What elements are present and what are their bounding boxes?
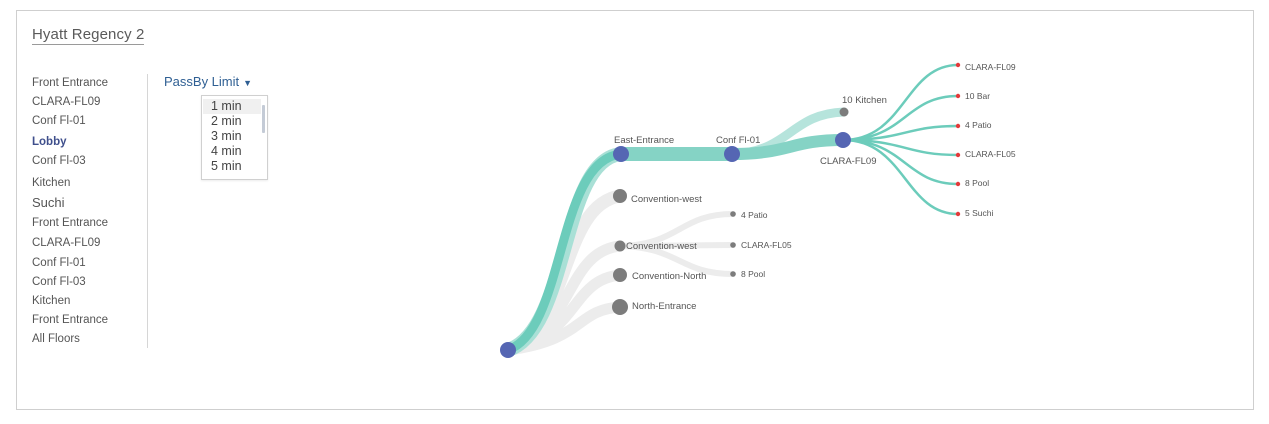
link-leaf-5-suchi xyxy=(842,138,959,216)
node-conf-fl01[interactable] xyxy=(724,146,740,162)
leaf-dot-clara-fl05[interactable] xyxy=(955,152,961,158)
menu-scrollbar[interactable] xyxy=(262,105,265,133)
leaf-links xyxy=(842,63,959,216)
label-leaf-clara-fl05: CLARA-FL05 xyxy=(965,149,1016,159)
node-east-entrance[interactable] xyxy=(613,146,629,162)
floor-item[interactable]: All Floors xyxy=(32,333,80,345)
floor-item[interactable]: Suchi xyxy=(32,195,65,210)
label-conf-fl01: Conf Fl-01 xyxy=(716,135,760,146)
menu-option-2-min[interactable]: 2 min xyxy=(211,114,242,128)
floor-item[interactable]: CLARA-FL09 xyxy=(32,237,101,249)
label-convention-west-b: Convention-west xyxy=(626,241,697,252)
leaf-dot-4-patio[interactable] xyxy=(955,123,961,129)
label-clara-fl09: CLARA-FL09 xyxy=(820,156,877,167)
floor-item[interactable]: Conf Fl-01 xyxy=(32,257,86,269)
venue-card: Hyatt Regency 2 Front Entrance CLARA-FL0… xyxy=(16,10,1254,410)
floor-item[interactable]: Kitchen xyxy=(32,295,71,307)
venue-title: Hyatt Regency 2 xyxy=(32,26,145,45)
node-10-kitchen[interactable] xyxy=(839,107,849,117)
menu-option-5-min[interactable]: 5 min xyxy=(211,159,242,173)
label-leaf-8-pool: 8 Pool xyxy=(965,178,989,188)
label-side-8-pool: 8 Pool xyxy=(741,269,765,279)
menu-option-3-min[interactable]: 3 min xyxy=(211,129,242,143)
label-10-kitchen: 10 Kitchen xyxy=(842,95,887,106)
node-side-clara-fl05[interactable] xyxy=(730,242,736,248)
floor-list: Front Entrance CLARA-FL09 Conf Fl-01 Lob… xyxy=(32,74,148,348)
link-lobby-north-entrance xyxy=(502,301,626,356)
label-side-clara-fl05: CLARA-FL05 xyxy=(741,240,792,250)
floor-item[interactable]: CLARA-FL09 xyxy=(32,96,101,108)
node-side-8-pool[interactable] xyxy=(730,271,736,277)
label-leaf-10-bar: 10 Bar xyxy=(965,91,990,101)
floor-item[interactable]: Front Entrance xyxy=(32,314,109,326)
label-leaf-5-suchi: 5 Suchi xyxy=(965,208,993,218)
floor-item[interactable]: Kitchen xyxy=(32,177,71,189)
teal-links xyxy=(501,107,849,357)
link-lobby-east-entrance xyxy=(503,149,626,355)
node-labels: East-Entrance Conf Fl-01 CLARA-FL09 10 K… xyxy=(614,62,1016,312)
node-lobby[interactable] xyxy=(500,342,516,358)
passby-limit-label: PassBy Limit xyxy=(164,74,240,89)
node-side-4-patio[interactable] xyxy=(730,211,736,217)
nodes xyxy=(500,62,961,358)
floor-item[interactable]: Front Entrance xyxy=(32,77,109,89)
label-east-entrance: East-Entrance xyxy=(614,135,674,146)
floor-item[interactable]: Conf Fl-03 xyxy=(32,155,86,167)
link-leaf-clara-fl09 xyxy=(842,63,959,142)
link-conf-clara-fl09 xyxy=(726,134,849,160)
node-convention-west-a[interactable] xyxy=(613,189,627,203)
node-convention-north[interactable] xyxy=(613,268,627,282)
label-side-4-patio: 4 Patio xyxy=(741,210,768,220)
floor-item-active[interactable]: Lobby xyxy=(32,136,67,148)
leaf-dot-8-pool[interactable] xyxy=(955,181,961,187)
label-convention-west-a: Convention-west xyxy=(631,194,702,205)
passby-options-menu: 1 min 2 min 3 min 4 min 5 min xyxy=(201,95,268,180)
node-clara-fl09[interactable] xyxy=(835,132,851,148)
leaf-dot-clara-fl09[interactable] xyxy=(955,62,961,68)
triangle-down-icon: ▼ xyxy=(243,78,253,88)
menu-option-4-min[interactable]: 4 min xyxy=(211,144,242,158)
passby-limit-dropdown[interactable]: PassBy Limit▼ xyxy=(164,74,252,89)
leaf-dot-5-suchi[interactable] xyxy=(955,211,961,217)
floor-item[interactable]: Conf Fl-03 xyxy=(32,276,86,288)
node-convention-west-b[interactable] xyxy=(614,240,626,252)
node-north-entrance[interactable] xyxy=(612,299,628,315)
label-convention-north: Convention-North xyxy=(632,271,706,282)
link-leaf-10-bar xyxy=(842,94,959,142)
label-north-entrance: North-Entrance xyxy=(632,301,696,312)
menu-option-1-min[interactable]: 1 min xyxy=(203,99,261,114)
label-leaf-4-patio: 4 Patio xyxy=(965,120,992,130)
link-west-pool xyxy=(619,243,736,277)
floor-item[interactable]: Front Entrance xyxy=(32,217,109,229)
label-leaf-clara-fl09: CLARA-FL09 xyxy=(965,62,1016,72)
leaf-dot-10-bar[interactable] xyxy=(955,93,961,99)
floor-item[interactable]: Conf Fl-01 xyxy=(32,115,86,127)
